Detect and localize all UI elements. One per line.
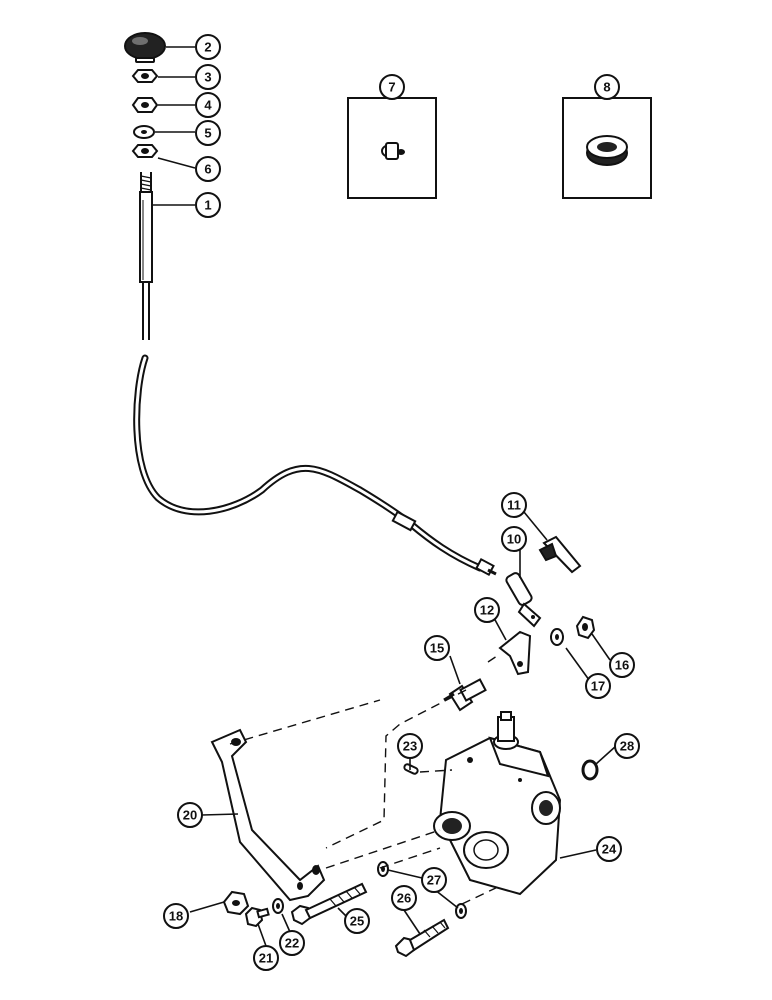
callout-8: 8 bbox=[594, 74, 620, 100]
jam-nut-3 bbox=[131, 69, 159, 83]
svg-text:23: 23 bbox=[403, 739, 417, 754]
svg-text:7: 7 bbox=[388, 80, 395, 95]
callout-25: 25 bbox=[344, 908, 370, 934]
svg-text:1: 1 bbox=[204, 198, 211, 213]
callout-15: 15 bbox=[424, 635, 450, 661]
nut-6 bbox=[131, 144, 159, 158]
svg-text:10: 10 bbox=[507, 532, 521, 547]
knob bbox=[124, 32, 166, 63]
washer-27a bbox=[377, 861, 389, 877]
washer-17 bbox=[550, 628, 564, 646]
callout-27: 27 bbox=[421, 867, 447, 893]
control-cable bbox=[133, 354, 497, 577]
callout-23: 23 bbox=[397, 733, 423, 759]
nut-16 bbox=[575, 615, 596, 640]
inset-8 bbox=[562, 97, 652, 199]
bracket-12 bbox=[498, 630, 532, 676]
callout-20: 20 bbox=[177, 802, 203, 828]
nut-18 bbox=[222, 890, 250, 916]
svg-text:8: 8 bbox=[603, 80, 610, 95]
svg-text:25: 25 bbox=[350, 914, 364, 929]
svg-text:21: 21 bbox=[259, 951, 273, 966]
callout-6: 6 bbox=[195, 156, 221, 182]
callout-17: 17 bbox=[585, 673, 611, 699]
bolt-21 bbox=[244, 906, 270, 928]
svg-text:12: 12 bbox=[480, 603, 494, 618]
svg-text:27: 27 bbox=[427, 873, 441, 888]
svg-text:22: 22 bbox=[285, 936, 299, 951]
control-rod bbox=[139, 172, 153, 340]
callout-26: 26 bbox=[391, 885, 417, 911]
alignment-lines bbox=[229, 653, 501, 905]
svg-text:3: 3 bbox=[204, 70, 211, 85]
svg-text:18: 18 bbox=[169, 909, 183, 924]
svg-text:11: 11 bbox=[507, 498, 521, 513]
callout-21: 21 bbox=[253, 945, 279, 971]
o-ring-28 bbox=[581, 759, 599, 781]
callout-22: 22 bbox=[279, 930, 305, 956]
callout-5: 5 bbox=[195, 120, 221, 146]
callout-3: 3 bbox=[195, 64, 221, 90]
svg-text:4: 4 bbox=[204, 98, 212, 113]
support-bracket-20 bbox=[210, 728, 326, 902]
callout-4: 4 bbox=[195, 92, 221, 118]
fitting-15 bbox=[443, 678, 487, 712]
callout-16: 16 bbox=[609, 652, 635, 678]
clevis-10 bbox=[505, 572, 542, 628]
bolt-25 bbox=[290, 882, 368, 926]
washer-5 bbox=[133, 125, 155, 139]
svg-text:24: 24 bbox=[602, 842, 617, 857]
callout-7: 7 bbox=[379, 74, 405, 100]
svg-text:26: 26 bbox=[397, 891, 411, 906]
callout-18: 18 bbox=[163, 903, 189, 929]
callout-11: 11 bbox=[501, 492, 527, 518]
svg-text:17: 17 bbox=[591, 679, 605, 694]
svg-text:16: 16 bbox=[615, 658, 629, 673]
svg-text:15: 15 bbox=[430, 641, 444, 656]
svg-text:6: 6 bbox=[204, 162, 211, 177]
fitting-7 bbox=[381, 142, 405, 160]
inset-7 bbox=[347, 97, 437, 199]
svg-text:2: 2 bbox=[204, 40, 211, 55]
dowel-23 bbox=[403, 763, 419, 775]
lever-11 bbox=[538, 535, 582, 574]
valve-body-24 bbox=[433, 711, 562, 896]
svg-text:28: 28 bbox=[620, 739, 634, 754]
callout-2: 2 bbox=[195, 34, 221, 60]
callout-28: 28 bbox=[614, 733, 640, 759]
nut-4 bbox=[131, 97, 159, 113]
bolt-26 bbox=[394, 918, 450, 958]
svg-text:5: 5 bbox=[204, 126, 211, 141]
callout-10: 10 bbox=[501, 526, 527, 552]
callout-12: 12 bbox=[474, 597, 500, 623]
callout-24: 24 bbox=[596, 836, 622, 862]
callout-1: 1 bbox=[195, 192, 221, 218]
washer-27b bbox=[455, 903, 467, 919]
seal-8 bbox=[586, 135, 628, 166]
leader-lines bbox=[153, 46, 617, 947]
washer-22 bbox=[272, 898, 284, 914]
svg-text:20: 20 bbox=[183, 808, 197, 823]
